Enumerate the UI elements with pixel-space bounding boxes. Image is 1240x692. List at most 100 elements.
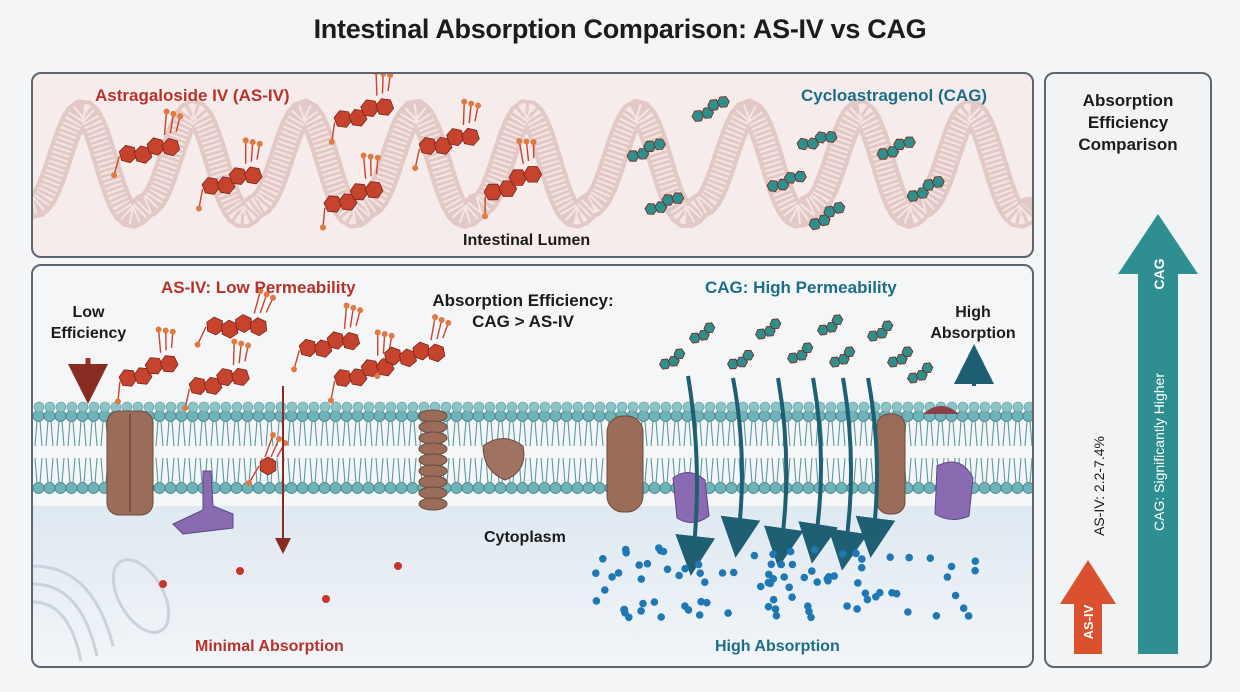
cag-absorbed-dot bbox=[926, 554, 935, 562]
lipid-tail bbox=[644, 420, 648, 447]
ring bbox=[716, 96, 730, 108]
ring bbox=[201, 177, 221, 195]
ring bbox=[793, 170, 807, 183]
asiv-molecule bbox=[374, 314, 452, 380]
lipid-tail bbox=[364, 420, 368, 447]
lipid-tail bbox=[925, 420, 929, 447]
receptor-protein bbox=[172, 470, 234, 535]
lipid-tail bbox=[369, 457, 373, 484]
cag-absorbed-dot bbox=[599, 555, 607, 563]
lipid-head bbox=[835, 482, 848, 494]
cag-permeation-arrows bbox=[675, 375, 896, 576]
ring bbox=[824, 130, 838, 144]
branch-node bbox=[246, 480, 252, 486]
intestinal-lumen-label: Intestinal Lumen bbox=[463, 232, 591, 249]
cag-molecule bbox=[906, 176, 945, 202]
comparison-heading-line1: Absorption bbox=[1082, 91, 1174, 110]
lipid-head-back bbox=[440, 401, 452, 413]
lipid-head-back bbox=[187, 401, 199, 413]
cag-absorbed-dot bbox=[857, 563, 866, 572]
lipid-head-back bbox=[528, 401, 540, 413]
lipid-tail bbox=[556, 420, 560, 447]
lipid-tail bbox=[991, 457, 995, 484]
lipid-tail bbox=[650, 420, 654, 447]
branch bbox=[430, 316, 436, 341]
lipid-head bbox=[263, 482, 276, 494]
asiv-absorbed-dot bbox=[236, 567, 244, 575]
lipid-tail bbox=[540, 457, 544, 484]
lipid-tail bbox=[721, 420, 725, 447]
lipid-tail bbox=[952, 420, 956, 447]
lipid-tail bbox=[793, 420, 797, 447]
permeation-arrow bbox=[828, 377, 868, 571]
lipid-tail bbox=[397, 420, 401, 447]
lipid-head bbox=[87, 482, 100, 494]
ring bbox=[427, 343, 446, 363]
branch bbox=[293, 350, 300, 370]
ring bbox=[689, 332, 701, 344]
lipid-tail bbox=[644, 457, 648, 484]
lipid-tail bbox=[347, 457, 351, 484]
lumen-villi-illustration bbox=[33, 74, 1032, 231]
lipid-tail bbox=[974, 457, 978, 484]
comparison-heading-line3: Comparison bbox=[1078, 135, 1178, 154]
helix-turn bbox=[418, 420, 448, 434]
lipid-head-back bbox=[880, 401, 892, 413]
cag-absorbed-dot bbox=[876, 588, 884, 597]
lipid-tail bbox=[749, 420, 753, 447]
cag-absorbed-dot bbox=[788, 560, 797, 569]
branch-node bbox=[445, 319, 452, 326]
branch-node bbox=[327, 397, 334, 404]
lipid-head bbox=[824, 482, 837, 494]
lipid-tail bbox=[760, 420, 764, 447]
cag-molecule bbox=[659, 348, 686, 370]
branch bbox=[382, 334, 386, 354]
cag-absorbed-dot bbox=[777, 560, 786, 569]
lipid-head-back bbox=[484, 401, 496, 413]
lipid-tail bbox=[749, 457, 753, 484]
lipid-tail bbox=[864, 420, 868, 447]
transporter-protein bbox=[606, 415, 644, 513]
lipid-tail bbox=[930, 457, 934, 484]
lipid-tail bbox=[683, 420, 687, 447]
lipid-head bbox=[747, 482, 760, 494]
lipid-tail bbox=[391, 420, 395, 447]
lipid-tail bbox=[837, 420, 841, 447]
ring bbox=[881, 320, 894, 332]
cag-absorbed-dot bbox=[620, 605, 628, 614]
branch-node bbox=[475, 102, 482, 109]
cag-absorbed-dot bbox=[625, 613, 633, 622]
lipid-tail bbox=[523, 457, 527, 484]
comparison-panel: Absorption Efficiency Comparison CAG CAG… bbox=[1044, 72, 1212, 668]
lipid-tail bbox=[996, 457, 1000, 484]
lipid-head-back bbox=[704, 401, 716, 413]
lipid-tail bbox=[853, 457, 857, 484]
lipid-head-back bbox=[803, 401, 815, 413]
lipid-head bbox=[219, 482, 232, 494]
cag-absorbed-dot bbox=[724, 609, 732, 617]
asiv-absorbed-dot bbox=[322, 595, 330, 603]
surface-protein bbox=[923, 406, 959, 414]
lipid-tail bbox=[589, 457, 593, 484]
lipid-head bbox=[65, 482, 78, 494]
lipid-tail bbox=[936, 420, 940, 447]
lipid-tail bbox=[342, 457, 346, 484]
lipid-tail bbox=[771, 420, 775, 447]
lipid-tail bbox=[804, 457, 808, 484]
lipid-head-back bbox=[363, 401, 375, 413]
branch-node bbox=[360, 152, 367, 159]
lipid-head-back bbox=[385, 401, 397, 413]
villi-wall bbox=[33, 98, 1032, 229]
cag-absorbed-dot bbox=[813, 578, 821, 586]
lipid-head-back bbox=[759, 401, 771, 413]
lipid-head bbox=[395, 482, 408, 494]
cag-absorbed-dot bbox=[592, 569, 600, 577]
branch bbox=[184, 388, 191, 409]
permeation-arrow bbox=[763, 377, 804, 568]
lipid-head-back bbox=[561, 401, 573, 413]
lipid-tail bbox=[996, 420, 1000, 447]
permeation-arrow bbox=[675, 375, 716, 576]
lipid-head-back bbox=[319, 401, 331, 413]
lipid-tail bbox=[666, 420, 670, 447]
branch bbox=[264, 434, 274, 458]
